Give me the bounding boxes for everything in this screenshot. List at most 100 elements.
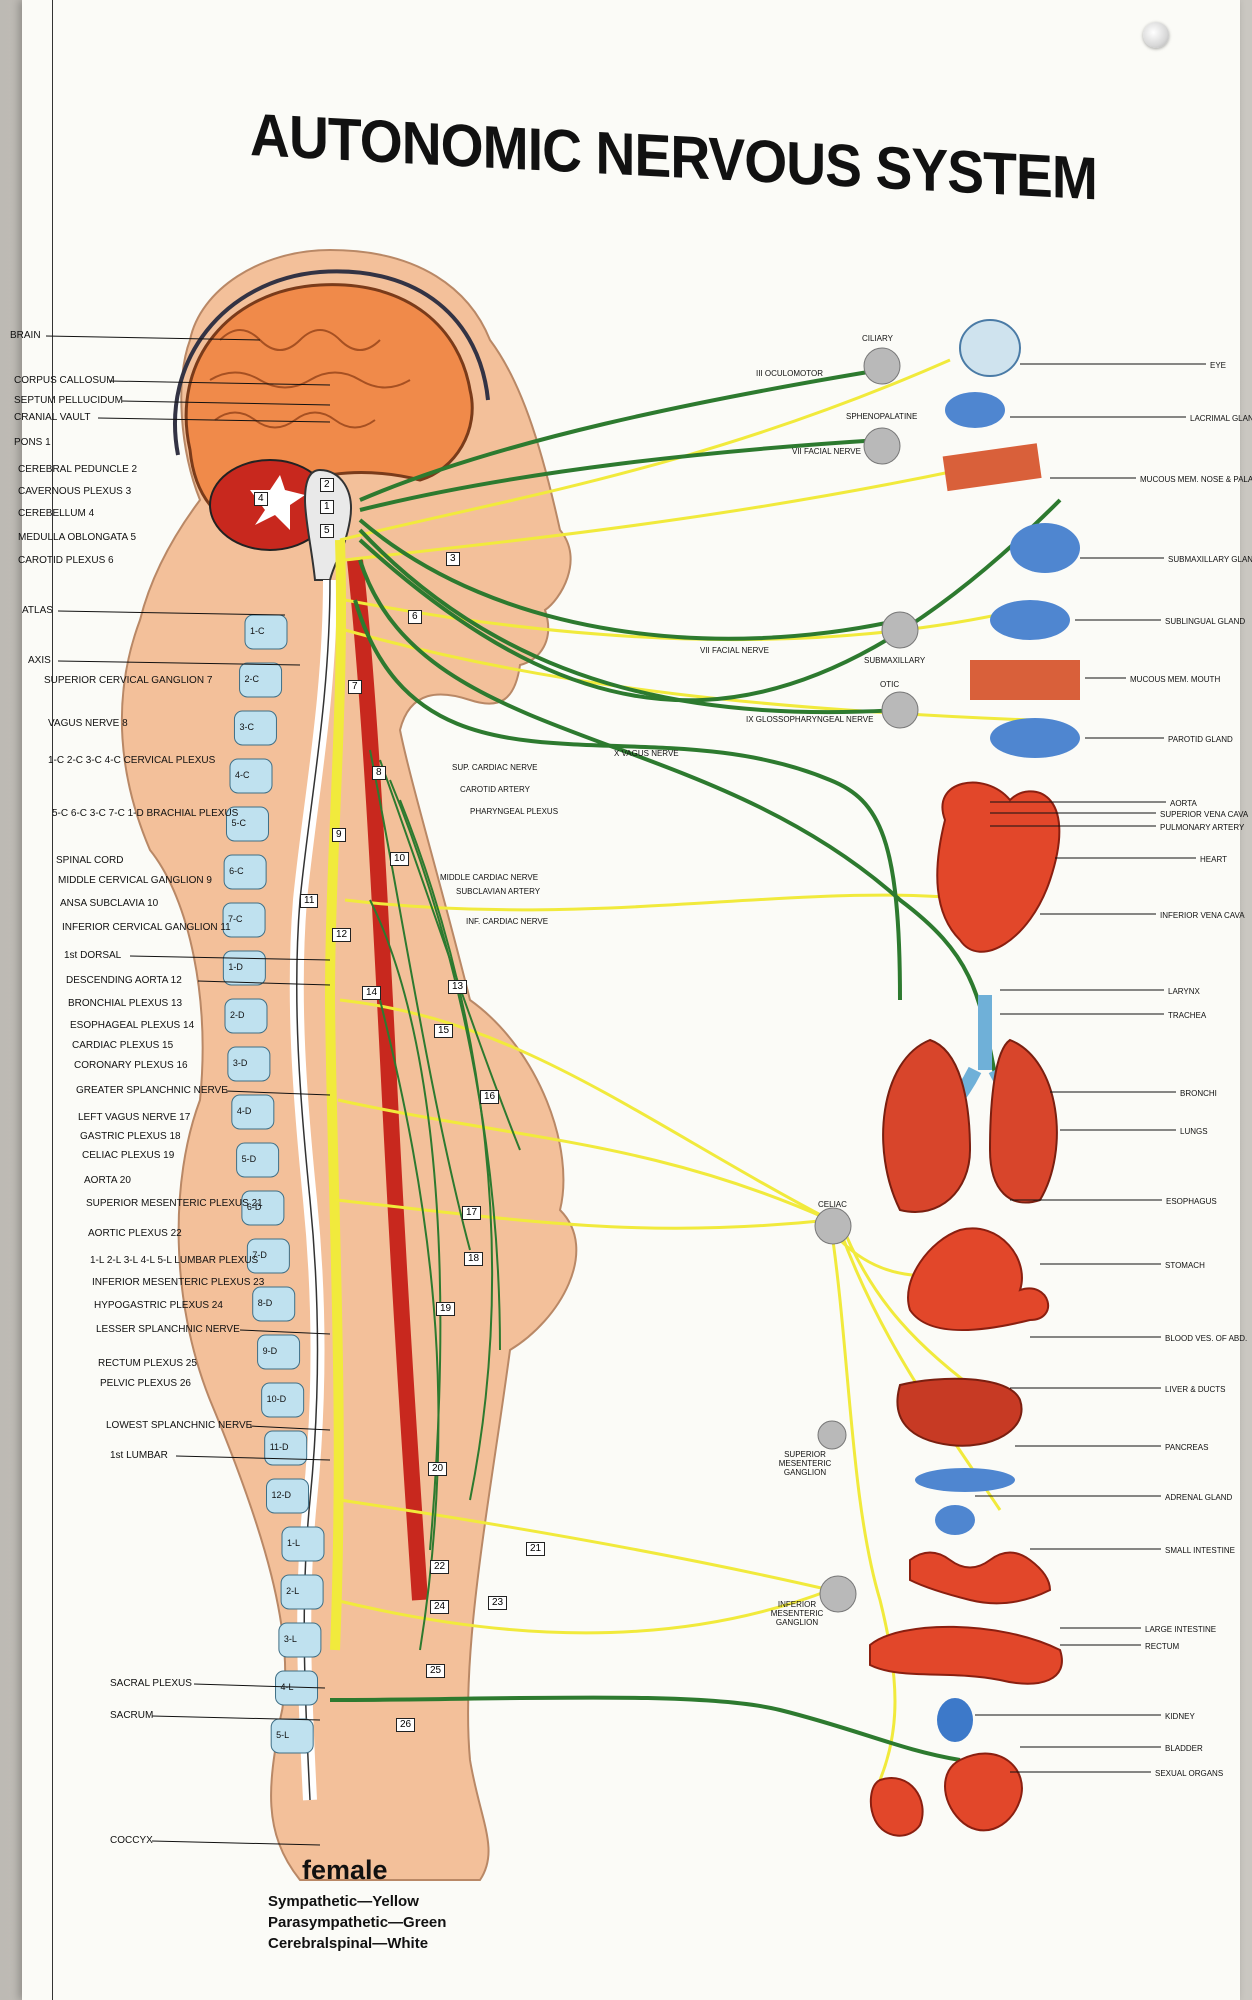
right-label: SUPERIOR VENA CAVA bbox=[1160, 810, 1249, 819]
eye bbox=[959, 319, 1021, 377]
nose-mucosa bbox=[942, 443, 1042, 492]
legend-parasympathetic: Parasympathetic—Green bbox=[268, 1914, 447, 1931]
right-label: HEART bbox=[1200, 855, 1227, 864]
left-label: INFERIOR MESENTERIC PLEXUS 23 bbox=[92, 1277, 265, 1288]
vertebrae bbox=[222, 614, 325, 1754]
number-marker: 24 bbox=[430, 1600, 450, 1614]
left-label: INFERIOR CERVICAL GANGLION 11 bbox=[62, 922, 231, 933]
left-label: SACRUM bbox=[110, 1710, 154, 1721]
number-marker: 3 bbox=[446, 552, 460, 566]
right-label: ADRENAL GLAND bbox=[1165, 1493, 1233, 1502]
left-leader-line bbox=[57, 660, 301, 666]
left-leader-line bbox=[249, 1425, 331, 1431]
uterus bbox=[869, 1777, 924, 1837]
vertebra-label: 1-D bbox=[228, 962, 243, 972]
left-leader-line bbox=[45, 335, 261, 341]
right-label: BLOOD VES. OF ABD. bbox=[1165, 1334, 1248, 1343]
nerve-label: VII FACIAL NERVE bbox=[700, 646, 769, 655]
skull-outline bbox=[173, 269, 490, 456]
ganglion-label: CELIAC bbox=[818, 1200, 847, 1209]
parasympathetic-nerves bbox=[329, 368, 1062, 1762]
nerve-label: SUP. CARDIAC NERVE bbox=[452, 763, 538, 772]
left-label: 1-L 2-L 3-L 4-L 5-L LUMBAR PLEXUS bbox=[90, 1255, 259, 1266]
cerebellum-white bbox=[250, 475, 305, 530]
left-label: AXIS bbox=[28, 655, 51, 666]
vertebra-label: 2-L bbox=[286, 1586, 300, 1596]
ganglion-label: OTIC bbox=[880, 680, 900, 689]
vertebra bbox=[266, 1478, 310, 1514]
number-marker: 17 bbox=[462, 1206, 482, 1220]
right-label: MUCOUS MEM. NOSE & PALATE bbox=[1140, 475, 1252, 484]
right-label: PANCREAS bbox=[1165, 1443, 1209, 1452]
legend-cerebralspinal: Cerebralspinal—White bbox=[268, 1935, 429, 1952]
vertebra bbox=[280, 1574, 324, 1610]
vertebra bbox=[222, 950, 266, 986]
vertebra bbox=[278, 1622, 322, 1658]
lung-left bbox=[882, 1038, 972, 1213]
vertebra bbox=[229, 758, 273, 794]
nerve-label: IX GLOSSOPHARYNGEAL NERVE bbox=[746, 715, 874, 724]
vertebra bbox=[252, 1286, 296, 1322]
left-label: VAGUS NERVE 8 bbox=[48, 718, 128, 729]
left-label: CORPUS CALLOSUM bbox=[14, 375, 115, 386]
vertebra bbox=[223, 854, 267, 890]
right-label: MUCOUS MEM. MOUTH bbox=[1130, 675, 1221, 684]
vertebra bbox=[233, 710, 277, 746]
ganglion-label: CILIARY bbox=[862, 334, 893, 343]
vertebra-label: 11-D bbox=[269, 1442, 289, 1452]
small-intestine bbox=[909, 1551, 1052, 1605]
left-label: COCCYX bbox=[110, 1835, 153, 1846]
pushpin-icon bbox=[1143, 22, 1169, 48]
number-marker: 22 bbox=[430, 1560, 450, 1574]
nerve-label: X VAGUS NERVE bbox=[614, 749, 679, 758]
nerve-label: VII FACIAL NERVE bbox=[792, 447, 861, 456]
parotid-gland bbox=[990, 718, 1080, 758]
large-intestine bbox=[869, 1625, 1063, 1685]
right-label: PULMONARY ARTERY bbox=[1160, 823, 1245, 832]
left-label: SEPTUM PELLUCIDUM bbox=[14, 395, 123, 406]
left-label: PONS 1 bbox=[14, 437, 51, 448]
vagus-branches bbox=[369, 749, 521, 1651]
vertebra-label: 5-L bbox=[276, 1730, 290, 1740]
kidney bbox=[937, 1698, 973, 1742]
number-marker: 20 bbox=[428, 1462, 448, 1476]
number-marker: 10 bbox=[390, 852, 410, 866]
left-leader-line bbox=[239, 1329, 331, 1335]
right-label: LUNGS bbox=[1180, 1127, 1208, 1136]
left-label: HYPOGASTRIC PLEXUS 24 bbox=[94, 1300, 223, 1311]
ganglion-label: INFERIOR MESENTERIC GANGLION bbox=[770, 1600, 824, 1627]
left-leader-line bbox=[175, 1455, 331, 1461]
right-label: SEXUAL ORGANS bbox=[1155, 1769, 1224, 1778]
vertebra-label: 4-D bbox=[236, 1106, 252, 1116]
legend-sympathetic: Sympathetic—Yellow bbox=[268, 1893, 419, 1910]
right-label: LARGE INTESTINE bbox=[1145, 1625, 1217, 1634]
vertebra bbox=[231, 1094, 275, 1130]
sublingual-gland bbox=[990, 600, 1070, 640]
vertebra-label: 3-D bbox=[232, 1058, 248, 1068]
left-label: SUPERIOR CERVICAL GANGLION 7 bbox=[44, 675, 213, 686]
left-label: ESOPHAGEAL PLEXUS 14 bbox=[70, 1020, 195, 1031]
left-leader-line bbox=[193, 1683, 326, 1689]
brain-folds bbox=[209, 329, 411, 429]
left-label: GREATER SPLANCHNIC NERVE bbox=[76, 1085, 228, 1096]
right-label: INFERIOR VENA CAVA bbox=[1160, 911, 1245, 920]
descending-aorta bbox=[347, 559, 428, 1601]
vertebra bbox=[281, 1526, 325, 1562]
right-label: SMALL INTESTINE bbox=[1165, 1546, 1235, 1555]
nerve-label: SUBCLAVIAN ARTERY bbox=[456, 887, 541, 896]
vertebra-label: 6-D bbox=[246, 1202, 262, 1212]
ganglion-label: SUBMAXILLARY bbox=[864, 656, 926, 665]
sympathetic-trunk bbox=[324, 539, 347, 1651]
vertebra-label: 1-C bbox=[250, 626, 265, 636]
left-leader-line bbox=[109, 380, 331, 386]
number-marker: 18 bbox=[464, 1252, 484, 1266]
left-leader-line bbox=[225, 1090, 331, 1096]
number-marker: 26 bbox=[396, 1718, 416, 1732]
left-leader-line bbox=[151, 1715, 321, 1721]
left-leader-line bbox=[121, 400, 331, 406]
vertebra-label: 1-L bbox=[286, 1538, 300, 1548]
left-label: CAROTID PLEXUS 6 bbox=[18, 555, 114, 566]
left-label: CEREBELLUM 4 bbox=[18, 508, 95, 519]
left-label: SPINAL CORD bbox=[56, 855, 124, 866]
